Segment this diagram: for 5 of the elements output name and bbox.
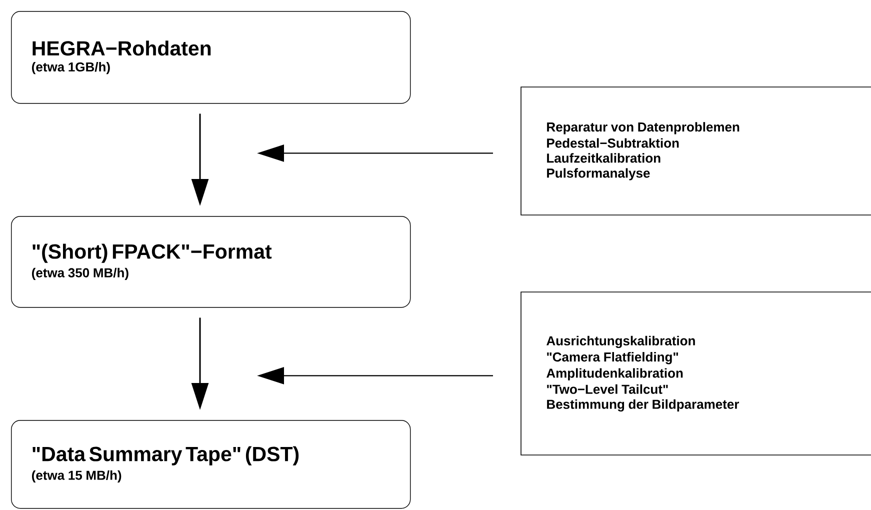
stage-box: "(Short) FPACK"−Format (etwa 350 MB/h)	[11, 216, 411, 308]
step-list-box: Reparatur von Datenproblemen Pedestal−Subtraktion Laufzeitkalibration Pulsformanalyse	[520, 86, 871, 216]
stage-box: "Data Summary Tape" (DST) (etwa 15 MB/h)	[11, 420, 411, 509]
step-list-box: Ausrichtungskalibration "Camera Flatfielding" Amplitudenkalibration "Two−Level Tailcut" Bestimmung der Bildparameter	[520, 292, 871, 456]
stage-box: HEGRA−Rohdaten (etwa 1GB/h)	[11, 11, 411, 104]
